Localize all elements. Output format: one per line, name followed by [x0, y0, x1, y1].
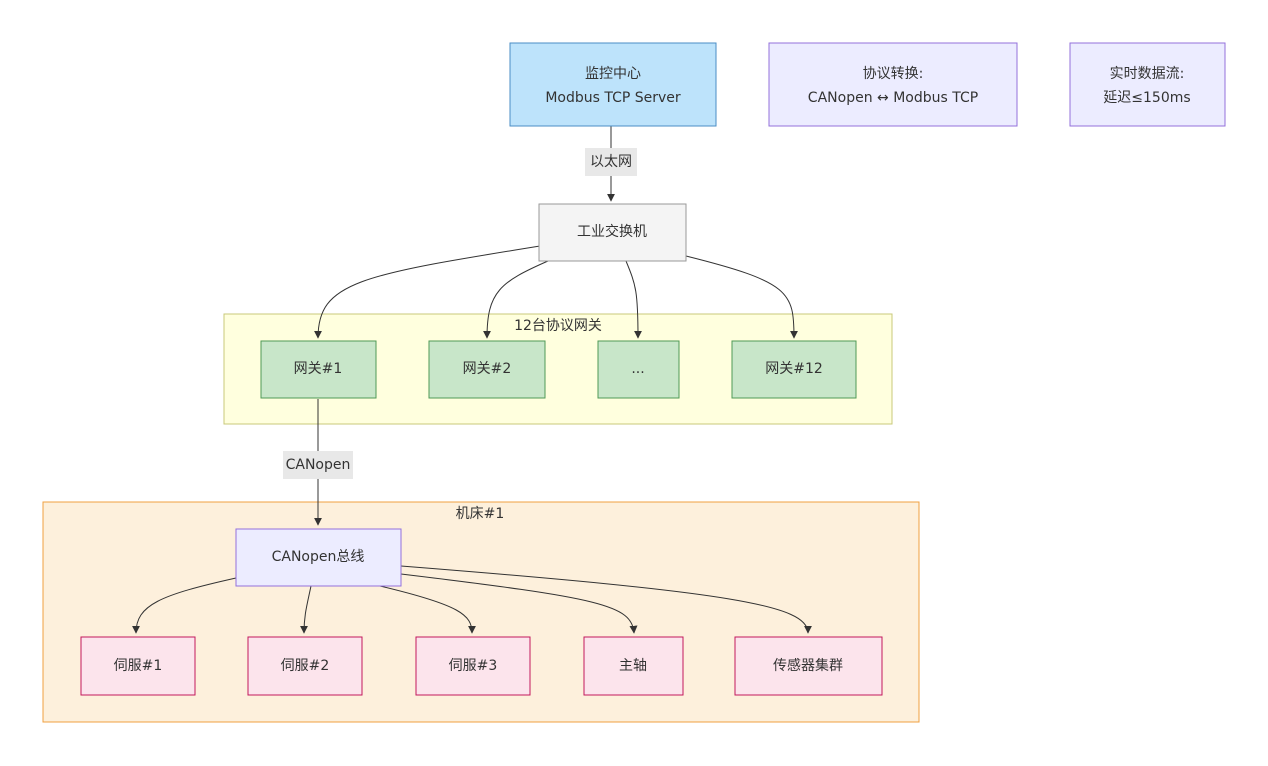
device-node-servo-3: 伺服#3 [415, 636, 531, 696]
device-node-spindle: 主轴 [583, 636, 684, 696]
protocol-conversion-title: 协议转换: [863, 65, 924, 82]
edge-bus-servo3 [379, 585, 476, 634]
edge-label-canopen: CANopen [283, 451, 353, 479]
svg-text:网关#2: 网关#2 [463, 361, 512, 377]
svg-text:伺服#3: 伺服#3 [449, 658, 498, 674]
svg-text:网关#12: 网关#12 [765, 361, 823, 377]
cluster-gateways-title: 12台协议网关 [514, 318, 602, 334]
gateway-node-12: 网关#12 [731, 340, 857, 399]
edge-bus-spindle [400, 573, 638, 634]
device-node-servo-2: 伺服#2 [247, 636, 363, 696]
monitor-center-subtitle: Modbus TCP Server [545, 90, 681, 106]
device-node-servo-1: 伺服#1 [80, 636, 196, 696]
svg-text:网关#1: 网关#1 [294, 361, 343, 377]
protocol-conversion-detail: CANopen ↔ Modbus TCP [808, 90, 978, 106]
edge-label-ethernet: 以太网 [585, 148, 637, 176]
edge-bus-servo1 [132, 577, 237, 634]
realtime-dataflow-note: 实时数据流: 延迟≤150ms [1069, 42, 1226, 127]
edge-switch-gateway-more [625, 260, 642, 339]
svg-text:CANopen总线: CANopen总线 [272, 549, 365, 565]
svg-text:主轴: 主轴 [619, 658, 647, 674]
svg-text:伺服#1: 伺服#1 [114, 658, 163, 674]
realtime-dataflow-detail: 延迟≤150ms [1103, 90, 1190, 106]
protocol-conversion-note: 协议转换: CANopen ↔ Modbus TCP [768, 42, 1018, 127]
monitor-center-node: 监控中心 Modbus TCP Server [509, 42, 717, 127]
realtime-dataflow-title: 实时数据流: [1110, 66, 1185, 82]
svg-text:以太网: 以太网 [590, 154, 632, 170]
svg-text:CANopen: CANopen [286, 457, 351, 473]
svg-text:伺服#2: 伺服#2 [281, 658, 330, 674]
cluster-machine-title: 机床#1 [456, 506, 505, 522]
monitor-center-title: 监控中心 [585, 66, 641, 82]
edge-bus-servo2 [300, 585, 312, 634]
gateway-node-1: 网关#1 [260, 340, 377, 399]
gateway-node-2: 网关#2 [428, 340, 546, 399]
device-node-sensor-cluster: 传感器集群 [734, 636, 883, 696]
gateway-node-more: ... [597, 340, 680, 399]
industrial-switch-node: 工业交换机 [538, 203, 687, 262]
edge-switch-gateway12 [685, 255, 798, 339]
edge-bus-sensors [400, 565, 812, 634]
svg-text:...: ... [631, 361, 644, 377]
canopen-bus-node: CANopen总线 [235, 528, 402, 587]
edge-switch-gateway1 [314, 245, 541, 339]
svg-text:工业交换机: 工业交换机 [577, 223, 647, 240]
svg-text:传感器集群: 传感器集群 [773, 657, 843, 674]
edge-switch-gateway2 [483, 260, 549, 339]
